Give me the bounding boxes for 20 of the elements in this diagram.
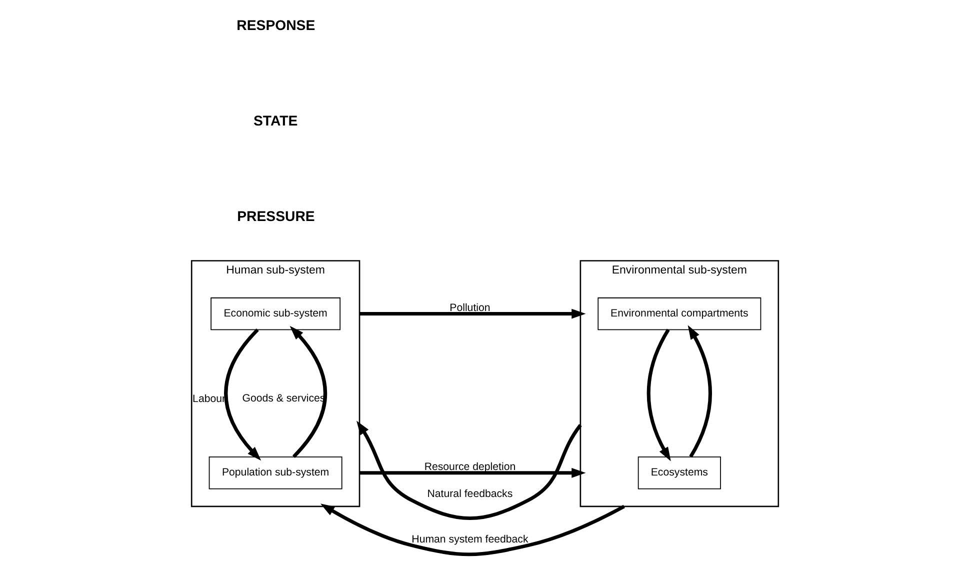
arrow xyxy=(687,325,712,458)
arrow xyxy=(359,468,586,478)
arrow xyxy=(359,308,586,319)
arrow xyxy=(356,420,582,520)
node-box: Economic sub-system xyxy=(210,297,340,330)
node-box: Ecosystems xyxy=(637,456,720,490)
arrow xyxy=(646,328,670,462)
arrow xyxy=(320,504,624,556)
edge-label: Labour xyxy=(192,392,226,405)
edge-label: Pollution xyxy=(449,302,490,314)
node-box: Population sub-system xyxy=(208,456,342,490)
edge-label: Human system feedback xyxy=(411,533,528,546)
arrow xyxy=(224,328,261,461)
label: STATE xyxy=(252,112,298,128)
node-box: Environmental compartments xyxy=(597,297,761,330)
edge-label: Resource depletion xyxy=(424,460,516,473)
arrow xyxy=(289,326,326,458)
edge-label: Natural feedbacks xyxy=(426,488,512,500)
label: PRESSURE xyxy=(236,208,314,224)
label: RESPONSE xyxy=(236,16,315,33)
